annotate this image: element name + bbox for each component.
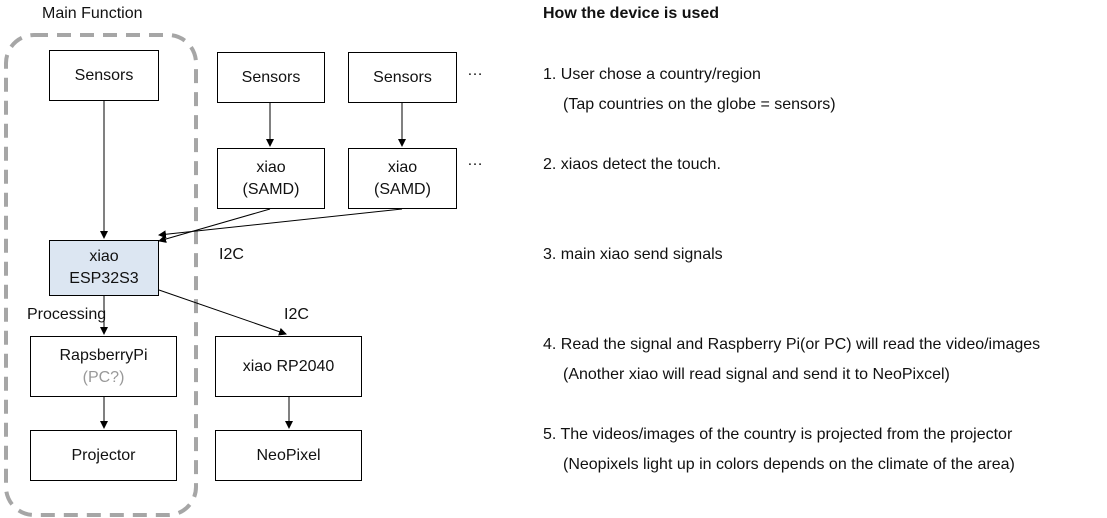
sensors-main-label: Sensors	[74, 66, 134, 84]
projector-label: Projector	[71, 446, 136, 464]
xiao-samd-box-1: xiao (SAMD)	[217, 148, 325, 209]
xiao-samd-2-line2: (SAMD)	[374, 180, 431, 198]
arrow-samd2-to-esp	[158, 208, 403, 239]
arrow-esp-to-rp2040	[158, 289, 287, 336]
main-function-group	[4, 33, 198, 517]
sensors-main-box: Sensors	[49, 50, 159, 101]
ellipsis-1: …	[467, 62, 484, 79]
i2c-label-left: I2C	[219, 246, 244, 263]
xiao-samd-box-2: xiao (SAMD)	[348, 148, 457, 209]
xiao-samd-2-line1: xiao	[387, 158, 418, 176]
usage-step-4: 4. Read the signal and Raspberry Pi(or P…	[543, 330, 1040, 390]
xiao-samd-1-line2: (SAMD)	[242, 180, 300, 198]
raspberry-pi-box: RapsberryPi (PC?)	[30, 336, 177, 397]
projector-box: Projector	[30, 430, 177, 481]
sensors-box-3: Sensors	[348, 52, 457, 103]
usage-step-1: 1. User chose a country/region (Tap coun…	[543, 60, 836, 120]
raspberry-line1: RapsberryPi	[59, 346, 148, 364]
group-title: Main Function	[42, 5, 143, 22]
usage-step-3: 3. main xiao send signals	[543, 240, 723, 270]
xiao-rp2040-label: xiao RP2040	[242, 357, 335, 375]
step-2-main: 2. xiaos detect the touch.	[543, 156, 721, 173]
step-5-sub: (Neopixels light up in colors depends on…	[563, 456, 1015, 473]
usage-heading: How the device is used	[543, 5, 720, 22]
usage-step-2: 2. xiaos detect the touch.	[543, 150, 721, 180]
sensors-2-label: Sensors	[241, 68, 301, 86]
sensors-3-label: Sensors	[373, 68, 432, 86]
ellipsis-2: …	[467, 152, 484, 169]
step-4-sub: (Another xiao will read signal and send …	[563, 366, 950, 383]
xiao-esp-line2: ESP32S3	[69, 270, 139, 287]
processing-label: Processing	[27, 306, 107, 323]
xiao-esp32s3-box: xiao ESP32S3	[49, 240, 159, 296]
step-1-main: 1. User chose a country/region	[543, 66, 761, 83]
usage-step-5: 5. The videos/images of the country is p…	[543, 420, 1015, 480]
neopixel-box: NeoPixel	[215, 430, 362, 481]
raspberry-line2: (PC?)	[82, 368, 125, 386]
step-4-main: 4. Read the signal and Raspberry Pi(or P…	[543, 336, 1041, 353]
neopixel-label: NeoPixel	[256, 446, 321, 464]
i2c-label-right: I2C	[284, 306, 309, 323]
xiao-rp2040-box: xiao RP2040	[215, 336, 362, 397]
xiao-esp-line1: xiao	[89, 248, 119, 265]
xiao-samd-1-line1: xiao	[256, 158, 286, 176]
step-1-sub: (Tap countries on the globe = sensors)	[563, 96, 836, 113]
step-5-main: 5. The videos/images of the country is p…	[543, 426, 1013, 443]
step-3-main: 3. main xiao send signals	[543, 246, 723, 263]
sensors-box-2: Sensors	[217, 52, 325, 103]
arrow-samd1-to-esp	[158, 208, 271, 243]
